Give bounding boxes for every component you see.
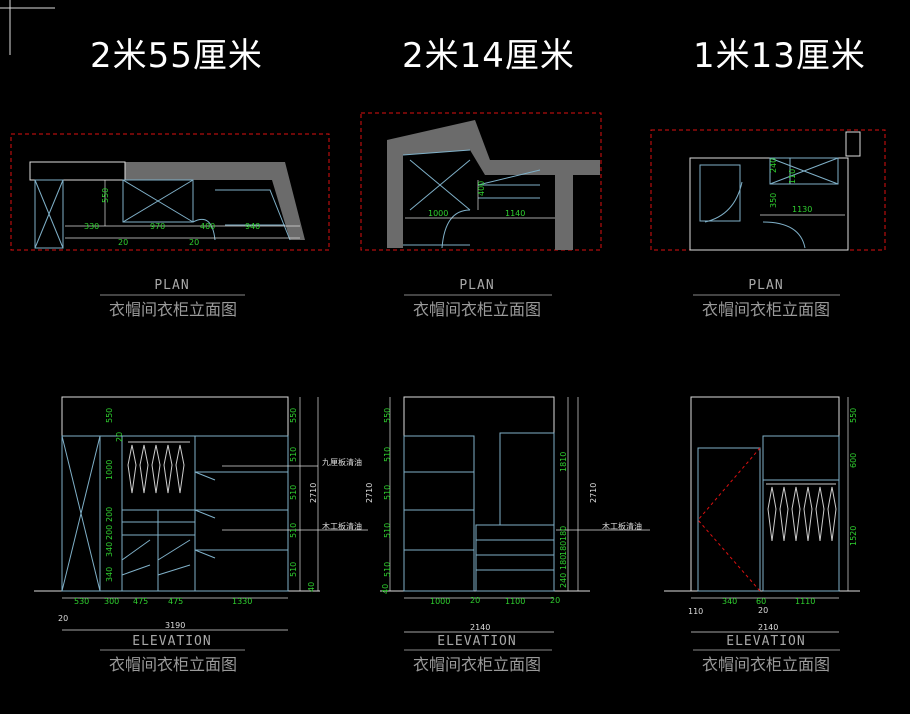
dim-text: 510: [383, 485, 392, 500]
plan-3: [650, 129, 886, 251]
dim-text: 340: [105, 567, 114, 582]
dim-text: 400: [200, 222, 215, 231]
dim-text: 550: [289, 408, 298, 423]
dim-text: 1110: [795, 597, 815, 606]
title-2: 2米14厘米: [402, 36, 575, 76]
elevation-label-1: ELEVATION: [132, 634, 212, 649]
dim-text: 1000: [430, 597, 450, 606]
dim-text: 20: [758, 606, 768, 615]
dim-text: 1140: [505, 209, 525, 218]
dim-text: 40: [307, 582, 316, 592]
dim-text: 1520: [849, 526, 858, 546]
dim-text: 1100: [505, 597, 525, 606]
dim-text: 20: [58, 614, 68, 623]
dim-text: 1130: [792, 205, 812, 214]
dim-text: 400: [477, 181, 486, 196]
annotation-woodboard: 木工板清油: [322, 521, 362, 531]
dim-text: 2710: [309, 483, 318, 503]
dim-text: 550: [101, 188, 110, 203]
dim-text: 550: [383, 408, 392, 423]
dim-text: 3190: [165, 621, 185, 630]
dim-text: 110: [788, 169, 797, 184]
dim-text: 510: [383, 447, 392, 462]
dim-text: 1000: [105, 460, 114, 480]
dim-text: 2710: [589, 483, 598, 503]
dim-text: 475: [133, 597, 148, 606]
dim-text: 180: [559, 526, 568, 541]
dim-text: 340: [105, 542, 114, 557]
dim-text: 1330: [232, 597, 252, 606]
dim-text: 180: [559, 541, 568, 556]
dim-text: 510: [289, 523, 298, 538]
dim-text: 510: [289, 562, 298, 577]
title-3: 1米13厘米: [693, 36, 866, 76]
dim-text: 530: [74, 597, 89, 606]
dim-text: 1810: [559, 452, 568, 472]
plan-caption-2: 衣帽间衣柜立面图: [412, 300, 541, 319]
dim-text: 20: [550, 596, 560, 605]
elevation-caption-1: 衣帽间衣柜立面图: [108, 655, 237, 674]
dim-text: 240: [769, 158, 778, 173]
dim-text: 2710: [365, 483, 374, 503]
dim-text: 2140: [470, 623, 490, 632]
plan-caption-1: 衣帽间衣柜立面图: [108, 300, 237, 319]
annotation-plywood: 九厘板清油: [322, 457, 362, 467]
dim-text: 510: [289, 485, 298, 500]
elevation-2: [380, 396, 650, 633]
elevation-caption-2: 衣帽间衣柜立面图: [412, 655, 541, 674]
dim-text: 180: [559, 555, 568, 570]
dim-text: 20: [115, 432, 124, 442]
elevation-label-3: ELEVATION: [726, 634, 806, 649]
plan-1: [10, 133, 330, 251]
plan-label-2: PLAN: [459, 278, 495, 293]
dim-text: 2140: [758, 623, 778, 632]
dim-text: 200: [105, 525, 114, 540]
dim-text: 1000: [428, 209, 448, 218]
dim-text: 240: [559, 573, 568, 588]
annotation-woodboard-2: 木工板清油: [602, 521, 642, 531]
title-1: 2米55厘米: [90, 36, 263, 76]
dim-text: 600: [849, 453, 858, 468]
dim-text: 550: [849, 408, 858, 423]
elevation-3: [664, 396, 860, 633]
elevation-label-2: ELEVATION: [437, 634, 517, 649]
dim-text: 300: [104, 597, 119, 606]
dim-text: 340: [722, 597, 737, 606]
dim-text: 970: [150, 222, 165, 231]
dim-text: 330: [84, 222, 99, 231]
plan-2: [360, 112, 602, 251]
plan-label-3: PLAN: [748, 278, 784, 293]
dim-text: 200: [105, 507, 114, 522]
dim-text: 20: [470, 596, 480, 605]
dim-text: 60: [756, 597, 766, 606]
dim-text: 550: [105, 408, 114, 423]
plan-label-1: PLAN: [154, 278, 190, 293]
dim-text: 110: [688, 607, 703, 616]
ucs-cursor-icon: [0, 0, 55, 55]
dim-text: 510: [383, 523, 392, 538]
dim-text: 40: [381, 584, 390, 594]
elevation-1: [34, 396, 368, 631]
dim-text: 475: [168, 597, 183, 606]
plan-caption-3: 衣帽间衣柜立面图: [701, 300, 830, 319]
elevation-caption-3: 衣帽间衣柜立面图: [701, 655, 830, 674]
dim-text: 350: [769, 193, 778, 208]
dim-text: 940: [245, 222, 260, 231]
dim-text: 20: [189, 238, 199, 247]
dim-text: 510: [289, 447, 298, 462]
dim-text: 20: [118, 238, 128, 247]
dim-text: 510: [383, 562, 392, 577]
